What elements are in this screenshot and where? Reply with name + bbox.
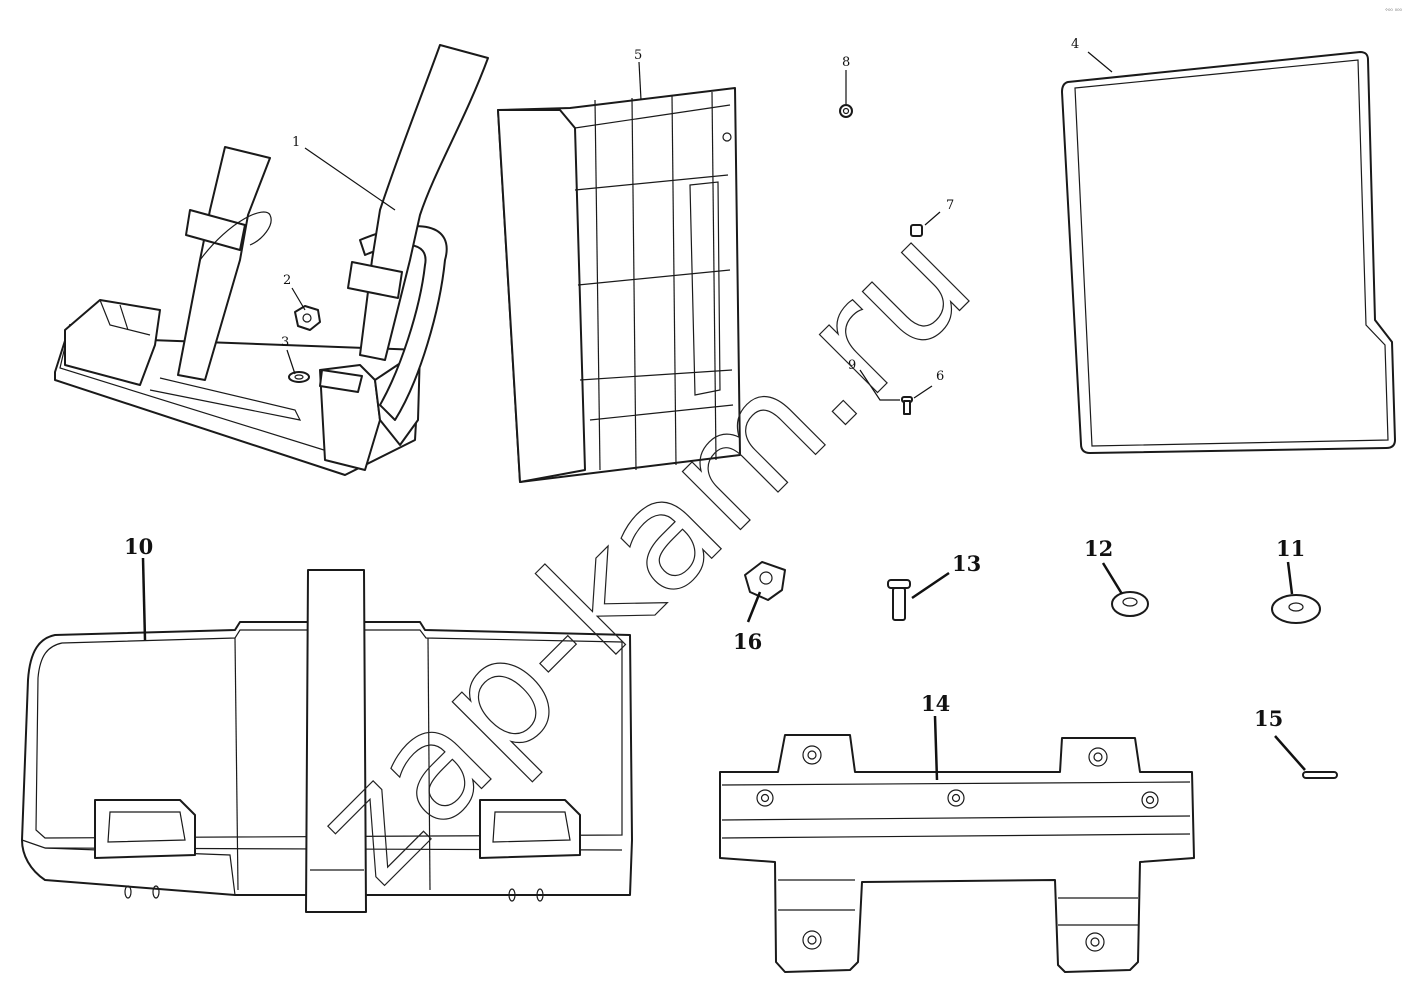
leader-lines: [141, 51, 1306, 781]
part-6-screw: [901, 396, 913, 415]
part-14-bracket: [719, 734, 1195, 973]
callout-9: 9: [848, 358, 856, 373]
part-1-strap-holder: [54, 44, 489, 476]
callout-5: 5: [634, 48, 642, 63]
callout-11: 11: [1276, 536, 1305, 561]
callout-15: 15: [1254, 706, 1283, 731]
part-13-bolt: [887, 579, 911, 621]
part-10-battery-tray: [21, 569, 633, 913]
part-2-nut: [294, 305, 321, 331]
callout-6: 6: [936, 369, 944, 384]
callout-1: 1: [292, 135, 300, 150]
part-15-pin: [1302, 771, 1338, 779]
part-4-cover-plate: [1061, 51, 1396, 454]
part-7-sleeve: [910, 224, 923, 237]
callout-labels: 1 2 3 4 5 6 7 8 9 10 11 12 13 14 15 16: [124, 37, 1305, 731]
callout-8: 8: [842, 55, 850, 70]
part-8-nut: [839, 104, 853, 118]
part-5-frame-cover: [497, 87, 741, 483]
callout-12: 12: [1084, 536, 1113, 561]
part-3-washer: [288, 371, 310, 383]
callout-7: 7: [946, 198, 954, 213]
callout-10: 10: [124, 534, 153, 559]
callout-2: 2: [283, 273, 291, 288]
callout-13: 13: [952, 551, 981, 576]
callout-14: 14: [921, 691, 950, 716]
callout-16: 16: [733, 629, 762, 654]
part-16-cage-nut: [744, 561, 786, 601]
corner-mark: °⁰⁰ ⁰⁰⁰: [1385, 8, 1403, 15]
callout-3: 3: [281, 335, 289, 350]
part-11-washer: [1271, 594, 1321, 624]
part-12-washer: [1111, 591, 1149, 617]
callout-4: 4: [1071, 37, 1079, 52]
